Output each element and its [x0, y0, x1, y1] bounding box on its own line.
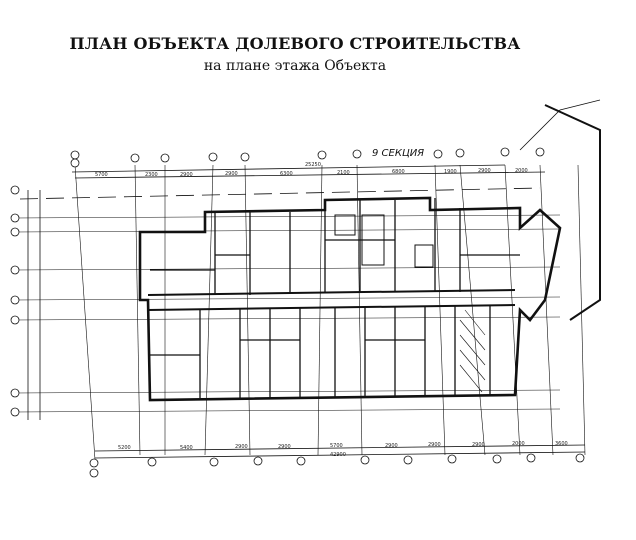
bottom-dimension-label: 3600	[555, 441, 568, 447]
top-total-label: 25250	[305, 162, 321, 168]
top-dimension-label: 2000	[515, 168, 528, 174]
top-dimension-label: 2300	[145, 172, 158, 178]
elevator	[334, 214, 356, 236]
bottom-dimension-line	[94, 444, 586, 452]
page-title: ПЛАН ОБЪЕКТА ДОЛЕВОГО СТРОИТЕЛЬСТВА	[69, 34, 521, 53]
staircase	[361, 214, 385, 266]
bottom-dimension-label: 2900	[235, 444, 248, 450]
axis-markers	[10, 147, 585, 478]
top-dimension-label: 5700	[95, 172, 108, 178]
top-dimension-line	[74, 171, 546, 179]
section-label: 9 СЕКЦИЯ	[372, 148, 424, 159]
bottom-dimension-label: 5700	[330, 443, 343, 449]
top-dimension-label: 2900	[180, 172, 193, 178]
top-dimension-label: 2100	[337, 170, 350, 176]
top-dimension-label: 1900	[444, 169, 457, 175]
right-wing	[544, 104, 601, 321]
top-dimension-label: 2900	[225, 171, 238, 177]
bottom-dimension-label: 2900	[385, 443, 398, 449]
top-dimension-label: 6300	[280, 171, 293, 177]
bottom-dimension-label: 5200	[118, 445, 131, 451]
elevator	[414, 244, 434, 268]
building-walls	[138, 99, 601, 402]
bottom-dimension-label: 2900	[472, 442, 485, 448]
top-total-dimension-line	[71, 164, 506, 173]
bottom-dimension-label: 2000	[512, 441, 525, 447]
bottom-total-dimension-line	[94, 451, 586, 459]
bottom-dimension-label: 2900	[278, 444, 291, 450]
bottom-total-label: 42900	[330, 452, 346, 458]
top-dimension-label: 2900	[478, 168, 491, 174]
top-dimension-label: 6800	[392, 169, 405, 175]
page-subtitle: на плане этажа Объекта	[203, 58, 387, 74]
hatched-area	[459, 309, 486, 393]
horizontal-axes	[14, 214, 561, 413]
axis-dashed-line	[19, 187, 541, 200]
bottom-dimension-label: 2900	[428, 442, 441, 448]
bottom-dimension-label: 5400	[180, 445, 193, 451]
